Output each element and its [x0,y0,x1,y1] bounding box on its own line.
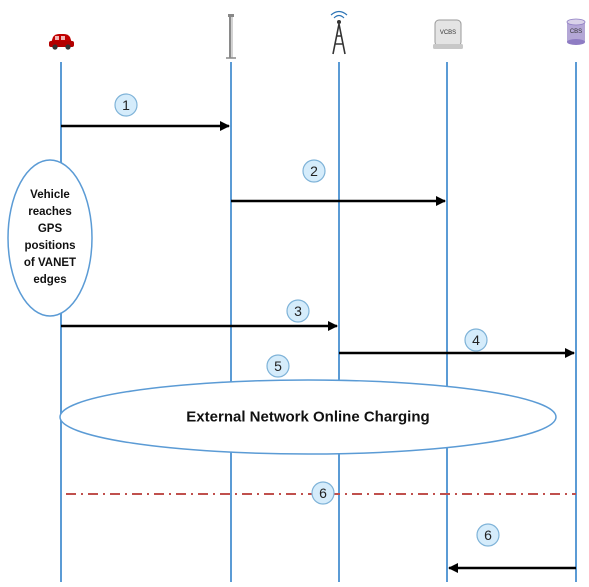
step-6-badge: 6 [476,523,500,547]
step-5-badge: 5 [266,354,290,378]
step-3-badge: 3 [286,299,310,323]
step-1-number: 1 [122,97,130,113]
step-1-badge: 1 [114,93,138,117]
vehicle-note-line-2: reaches [28,206,71,218]
step-6-separator-number: 6 [319,485,327,501]
step-4-badge: 4 [464,328,488,352]
vcbs-label: VCBS [440,30,456,36]
charging-ellipse: External Network Online Charging [59,379,557,455]
database-icon: CBS [566,18,586,45]
step-3-number: 3 [294,303,302,319]
step-2-badge: 2 [302,159,326,183]
cbs-label: CBS [570,29,582,35]
step-6-separator-badge: 6 [311,481,335,505]
step-6-number: 6 [484,527,492,543]
vehicle-note-bubble: Vehicle reaches GPS positions of VANET e… [7,159,93,317]
car-icon [49,34,74,50]
vehicle-note-line-3: GPS [38,223,63,235]
step-4-number: 4 [472,332,480,348]
charging-label: External Network Online Charging [186,409,429,426]
vehicle-note-line-5: of VANET [24,257,76,269]
cell-tower-icon [330,10,348,55]
step-2-number: 2 [310,163,318,179]
vehicle-note-line-1: Vehicle [30,189,70,201]
roadside-tower-icon [226,14,236,59]
vehicle-note-line-4: positions [24,240,75,252]
vehicle-note-line-6: edges [33,274,66,286]
step-5-number: 5 [274,358,282,374]
server-icon: VCBS [433,19,463,49]
